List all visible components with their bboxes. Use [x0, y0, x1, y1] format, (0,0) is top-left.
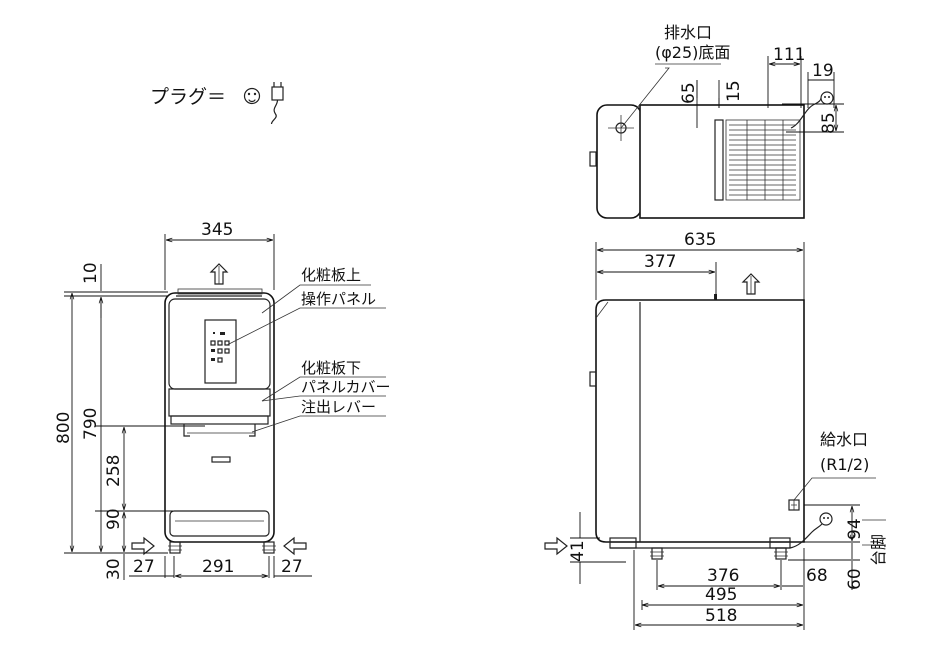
- front-view: 化粧板上 操作パネル 化粧板下 パネルカバー 注出レバー 345 800 790…: [54, 220, 391, 580]
- plug-legend-label: プラグ＝: [150, 86, 226, 108]
- side-foot-rear: [775, 547, 787, 560]
- panel-cover: [170, 415, 269, 425]
- top-view-front-cap: [596, 104, 642, 219]
- dim-65: 65: [679, 82, 699, 104]
- top-view: 排水口 (φ25)底面 111 19 65 15 85: [589, 23, 844, 219]
- control-panel-label: 操作パネル: [301, 290, 376, 308]
- right-foot: [263, 541, 275, 554]
- control-display: [204, 319, 237, 384]
- dim-right-offset: 27: [281, 557, 303, 577]
- dim-19: 19: [812, 61, 834, 81]
- control-buttons: [210, 332, 230, 363]
- dim-495: 495: [705, 585, 737, 605]
- dim-total-height: 800: [54, 412, 74, 444]
- side-cabinet: [595, 299, 805, 543]
- dim-body-height: 790: [81, 408, 101, 440]
- dim-width: 345: [201, 220, 233, 240]
- panel-cover-label: パネルカバー: [301, 378, 391, 396]
- top-view-body: [639, 104, 805, 219]
- side-left-arrow-icon: [544, 536, 568, 556]
- dim-41: 41: [568, 540, 588, 562]
- drain-label-1: 排水口: [664, 23, 712, 42]
- dispense-nozzle: [211, 456, 231, 463]
- dim-68: 68: [806, 566, 828, 586]
- dim-top-offset: 10: [81, 262, 101, 284]
- right-arrow-icon: [283, 536, 307, 556]
- vent-grille: [725, 119, 801, 201]
- front-cabinet: [164, 292, 275, 543]
- drip-tray: [169, 510, 270, 537]
- left-foot: [169, 541, 181, 554]
- dim-tray-height: 90: [104, 508, 124, 530]
- dim-foot-span: 291: [202, 557, 234, 577]
- dispense-lever-label: 注出レバー: [301, 398, 376, 416]
- dim-518: 518: [705, 606, 737, 626]
- dim-94: 94: [845, 518, 865, 540]
- dim-15: 15: [724, 80, 744, 102]
- dim-60: 60: [845, 568, 865, 590]
- outlet-icon: [243, 87, 261, 105]
- dim-111: 111: [773, 45, 805, 65]
- side-up-arrow-icon: [741, 273, 761, 295]
- side-view: 給水口 (R1/2) 635 377 41 94 60 台脚: [544, 230, 888, 630]
- dim-center-offset: 377: [644, 252, 676, 272]
- left-arrow-icon: [131, 536, 155, 556]
- dim-foot-height: 30: [104, 558, 124, 580]
- dim-dispense-height: 258: [104, 455, 124, 487]
- dim-85: 85: [819, 112, 839, 134]
- plug-icon: [270, 82, 284, 125]
- drain-label-2: (φ25)底面: [655, 43, 730, 62]
- plug-legend: プラグ＝: [150, 82, 284, 125]
- side-plug-icon: [789, 512, 833, 549]
- base-label: 台脚: [869, 534, 888, 566]
- inlet-label-1: 給水口: [820, 430, 868, 449]
- up-arrow-icon: [209, 263, 229, 285]
- dim-depth: 635: [684, 230, 716, 250]
- dim-left-offset: 27: [133, 557, 155, 577]
- dispense-lever: [183, 424, 256, 437]
- inlet-label-2: (R1/2): [820, 455, 869, 474]
- upper-panel-label: 化粧板上: [301, 266, 361, 284]
- side-foot-front: [651, 547, 663, 560]
- lower-panel-label: 化粧板下: [301, 359, 361, 377]
- dim-side-foot-span: 376: [707, 566, 739, 586]
